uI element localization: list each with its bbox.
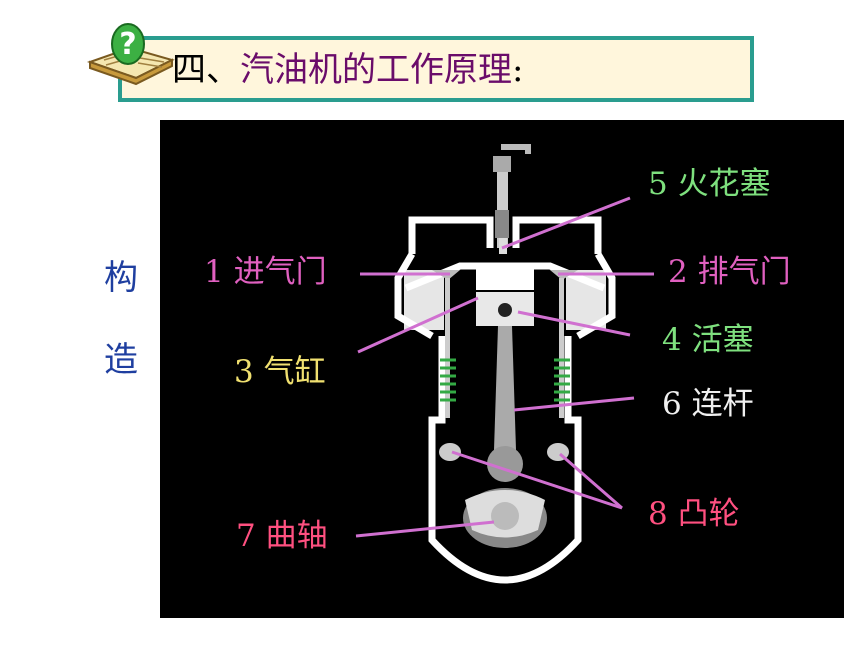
side-char-structure-2: 造 — [104, 340, 138, 380]
title-main: 汽油机的工作原理 — [240, 50, 512, 90]
label-crankshaft: 7 曲轴 — [236, 518, 328, 554]
svg-text:?: ? — [119, 27, 136, 62]
piston-shape — [476, 268, 534, 326]
page-title: 四、汽油机的工作原理: — [172, 48, 523, 92]
intake-cam-shape — [439, 443, 461, 461]
title-colon: : — [512, 50, 524, 90]
label-intake-valve: 1 进气门 — [204, 254, 327, 290]
leader-lines — [355, 196, 654, 538]
label-exhaust-valve: 2 排气门 — [668, 254, 791, 290]
label-connecting-rod: 6 连杆 — [662, 386, 754, 422]
label-spark-plug: 5 火花塞 — [648, 166, 771, 202]
engine-diagram: 5 火花塞 1 进气门 2 排气门 4 活塞 3 气缸 6 连杆 8 凸轮 7 … — [160, 120, 844, 618]
title-box — [118, 36, 754, 102]
exhaust-port-shape — [566, 270, 606, 330]
title-prefix: 四、 — [172, 50, 240, 90]
connecting-rod-shape — [494, 326, 516, 450]
label-cam: 8 凸轮 — [648, 496, 740, 532]
book-question-icon: ? — [86, 23, 175, 86]
intake-port-shape — [404, 270, 444, 330]
label-piston: 4 活塞 — [662, 322, 754, 358]
side-char-structure-1: 构 — [104, 258, 138, 298]
crankshaft-shape — [463, 488, 547, 548]
label-cylinder: 3 气缸 — [234, 354, 326, 390]
engine-drawing — [355, 144, 654, 584]
